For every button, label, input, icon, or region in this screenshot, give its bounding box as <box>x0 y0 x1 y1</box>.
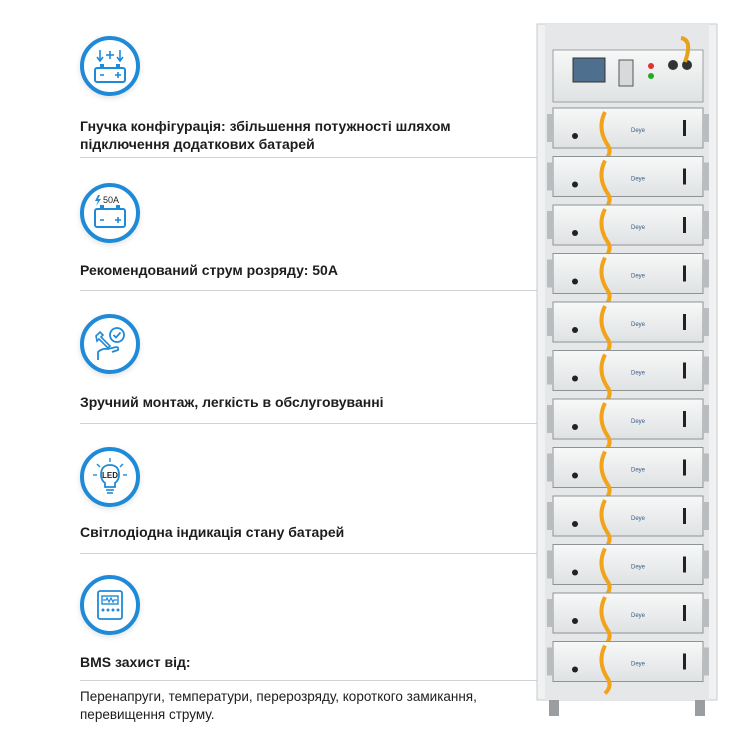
module-brand-label: Deye <box>631 613 646 619</box>
power-cable <box>599 596 612 647</box>
power-cable <box>599 402 612 453</box>
feature-title: BMS захист від: <box>80 654 191 670</box>
bms-description: Перенапруги, температури, перерозряду, к… <box>80 689 477 722</box>
power-cable <box>599 353 612 404</box>
battery-module: Deye <box>547 641 709 682</box>
battery-modules: DeyeDeyeDeyeDeyeDeyeDeyeDeyeDeyeDeyeDeye… <box>547 107 709 695</box>
module-brand-label: Deye <box>631 565 646 571</box>
battery-module: Deye <box>547 544 709 585</box>
battery-module: Deye <box>547 495 709 537</box>
battery-module: Deye <box>547 301 709 343</box>
module-brand-label: Deye <box>631 468 646 474</box>
feature-title: Гнучка конфігурація: збільшення потужнос… <box>80 118 451 152</box>
power-cable <box>599 450 612 501</box>
wrench-hand-check-icon <box>80 314 140 374</box>
module-brand-label: Deye <box>631 225 646 231</box>
battery-module: Deye <box>547 592 709 634</box>
icon-label: 50A <box>103 195 119 205</box>
battery-module: Deye <box>547 204 709 246</box>
feature-title: Зручний монтаж, легкість в обслуговуванн… <box>80 394 384 410</box>
power-cable <box>599 305 612 356</box>
feature-title: Рекомендований струм розряду: 50А <box>80 262 338 278</box>
module-brand-label: Deye <box>631 662 646 668</box>
feature-title: Світлодіодна індикація стану батарей <box>80 524 345 540</box>
module-brand-label: Deye <box>631 419 646 425</box>
battery-module: Deye <box>547 398 709 440</box>
battery-module: Deye <box>547 350 709 391</box>
battery-rack-image: DeyeDeyeDeyeDeyeDeyeDeyeDeyeDeyeDeyeDeye… <box>536 23 718 716</box>
battery-expansion-icon <box>80 36 140 96</box>
module-brand-label: Deye <box>631 177 646 183</box>
power-cable <box>599 547 612 598</box>
battery-module: Deye <box>547 107 709 149</box>
battery-module: Deye <box>547 253 709 294</box>
power-cable <box>599 159 612 210</box>
divider <box>80 423 540 424</box>
bms-board-icon <box>80 575 140 635</box>
battery-module: Deye <box>547 156 709 197</box>
module-brand-label: Deye <box>631 516 646 522</box>
module-brand-label: Deye <box>631 274 646 280</box>
battery-module: Deye <box>547 447 709 488</box>
power-cable <box>599 208 612 259</box>
power-cable <box>599 644 612 695</box>
divider <box>80 680 540 681</box>
battery-50a-icon: 50A <box>80 183 140 243</box>
module-brand-label: Deye <box>631 371 646 377</box>
divider <box>80 157 540 158</box>
divider <box>80 290 540 291</box>
module-brand-label: Deye <box>631 322 646 328</box>
power-cable <box>599 111 612 162</box>
module-brand-label: Deye <box>631 128 646 134</box>
power-cable <box>599 256 612 307</box>
icon-label: LED <box>102 471 118 480</box>
led-bulb-icon: LED <box>80 447 140 507</box>
power-cable <box>599 499 612 550</box>
divider <box>80 553 540 554</box>
